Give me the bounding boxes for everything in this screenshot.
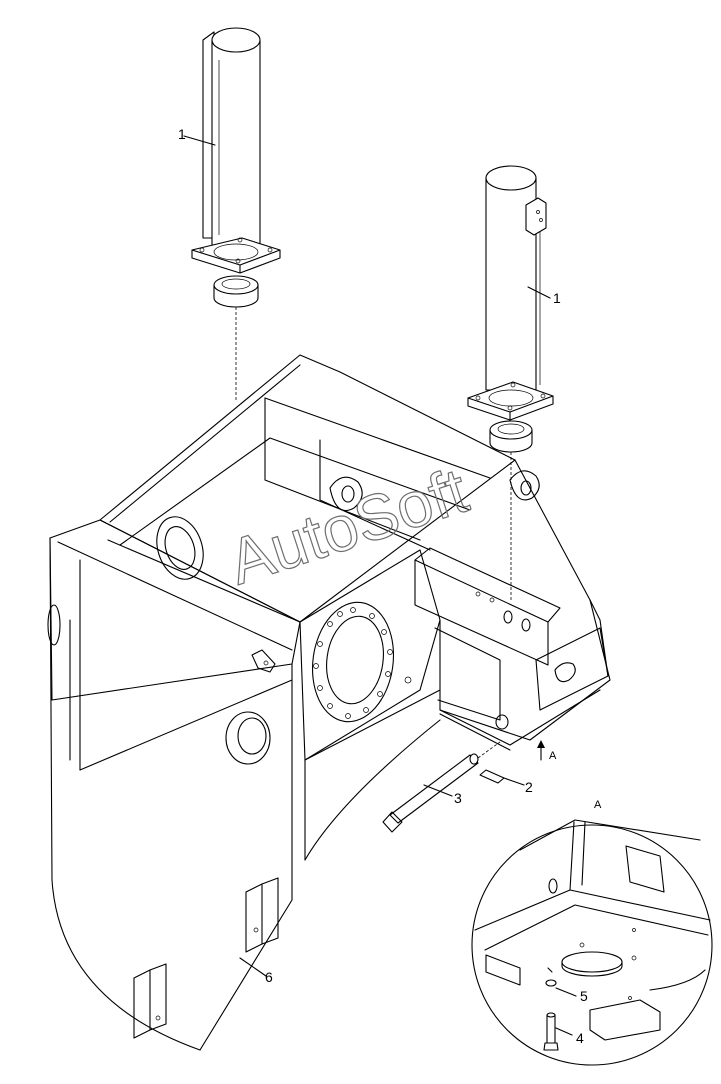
loader-front-frame <box>47 354 611 1051</box>
center-ring-bolt-holes <box>313 607 393 719</box>
callout-1-right: 1 <box>553 290 561 306</box>
cylinder-right-port-block <box>525 197 547 236</box>
frame-center-wall <box>299 549 441 761</box>
cylinder-right-flange <box>467 381 554 413</box>
detail-slot-opening <box>625 845 665 893</box>
callout-4: 4 <box>576 1030 584 1046</box>
center-bearing-ring <box>311 601 395 723</box>
frame-right-end <box>439 459 611 741</box>
detail-bolt <box>546 1014 556 1044</box>
pivot-lug-inner <box>329 476 363 512</box>
cylinder-left-cap <box>211 27 261 53</box>
detail-circle-outline <box>471 824 713 1066</box>
cylinder-right <box>467 165 554 600</box>
callout-2: 2 <box>525 779 533 795</box>
pivot-pin-head <box>382 811 403 833</box>
detail-washer <box>545 979 557 987</box>
retaining-clip <box>479 769 505 784</box>
cylinder-right-cap <box>485 165 537 191</box>
left-pin-bore-ring <box>156 516 204 580</box>
view-arrow-label: A <box>549 750 557 762</box>
pivot-lug-outer <box>509 470 540 501</box>
callout-3: 3 <box>454 790 462 806</box>
left-wall-bore <box>225 711 271 765</box>
frame-crossbar <box>414 559 549 666</box>
bracket-lower <box>133 969 151 1039</box>
frame-left-wall-top <box>49 519 301 701</box>
callout-5: 5 <box>580 988 588 1004</box>
callout-1-left: 1 <box>178 126 186 142</box>
cylinder-left <box>183 27 281 402</box>
detail-view-a <box>471 819 713 1066</box>
bracket-upper <box>245 883 263 953</box>
watermark-text: AutoSoft <box>220 454 476 598</box>
callout-6: 6 <box>265 969 273 985</box>
pivot-pin-assembly <box>382 741 525 833</box>
detail-view-label: A <box>594 799 602 811</box>
view-direction-arrow <box>537 740 545 761</box>
